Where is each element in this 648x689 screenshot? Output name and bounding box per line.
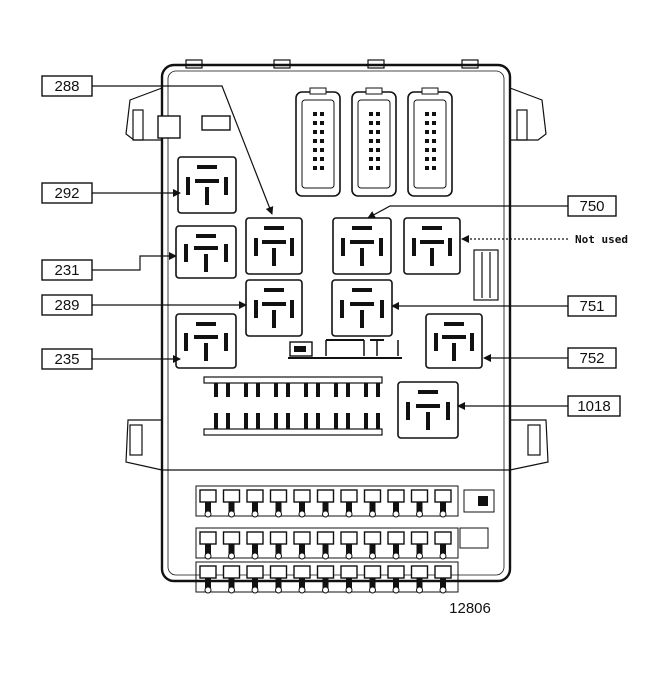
relays (175, 156, 483, 439)
relay-288 (245, 217, 303, 275)
label-289: 289 (54, 297, 79, 314)
latch (157, 115, 181, 139)
label-292: 292 (54, 185, 79, 202)
label-231: 231 (54, 262, 79, 279)
callout-231: 231 (41, 259, 93, 281)
label-750: 750 (579, 198, 604, 215)
figure-number: 12806 (449, 600, 491, 617)
relay-235 (175, 313, 237, 369)
label-751: 751 (579, 298, 604, 315)
multi-pin-connectors (295, 87, 453, 197)
callout-lines (92, 85, 568, 410)
center-jumpers (288, 339, 402, 359)
label-288: 288 (54, 78, 79, 95)
relay-751 (331, 279, 393, 337)
connector-3 (407, 87, 453, 197)
relay-231 (175, 225, 237, 279)
label-752: 752 (579, 350, 604, 367)
side-clips (125, 87, 549, 471)
relay-750 (332, 217, 392, 275)
callout-288: 288 (41, 75, 93, 97)
relay-not-used (403, 217, 461, 275)
callout-752: 752 (567, 347, 617, 369)
mini-fuse-block (195, 485, 495, 594)
label-235: 235 (54, 351, 79, 368)
relay-292 (177, 156, 237, 214)
connector-1 (295, 87, 341, 197)
relay-289 (245, 279, 303, 337)
connector-2 (351, 87, 397, 197)
relay-1018 (397, 381, 459, 439)
diode-strip (473, 249, 499, 301)
callout-235: 235 (41, 348, 93, 370)
relay-752 (425, 313, 483, 369)
callout-289: 289 (41, 294, 93, 316)
callout-750: 750 (567, 195, 617, 217)
small-slot (201, 115, 231, 131)
label-1018: 1018 (577, 398, 610, 415)
callout-751: 751 (567, 295, 617, 317)
top-tabs (185, 59, 479, 69)
callout-1018: 1018 (567, 395, 621, 417)
mid-fuse-rail (203, 376, 383, 436)
not-used-note: Not used (575, 233, 628, 246)
callout-292: 292 (41, 182, 93, 204)
